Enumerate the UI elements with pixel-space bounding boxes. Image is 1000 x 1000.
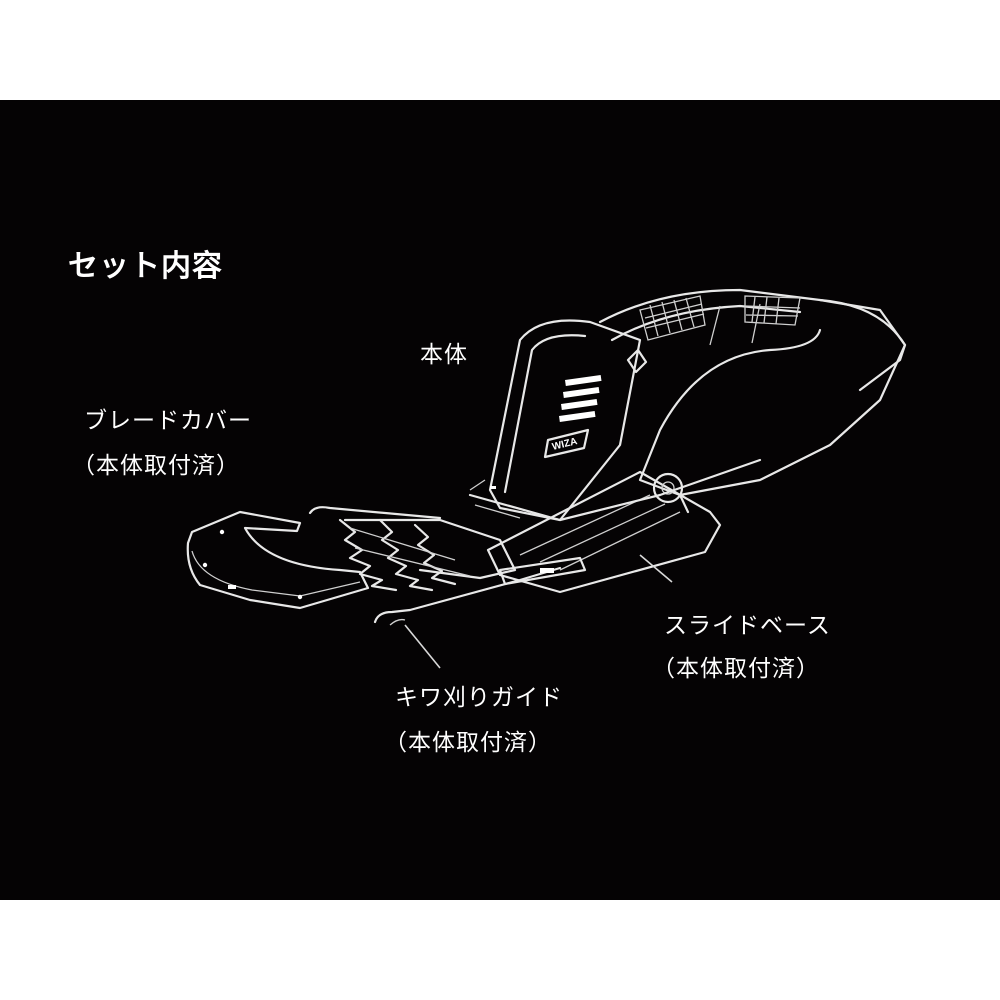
label-slide-base: スライドベース (664, 613, 831, 639)
brand-logo: WIZA (545, 430, 588, 457)
label-slide-base-note: （本体取付済） (652, 656, 820, 682)
label-edge-guide-note: （本体取付済） (384, 730, 552, 756)
label-main-body: 本体 (420, 342, 468, 368)
slide-base-drawing (488, 472, 720, 592)
label-edge-guide: キワ刈りガイド (395, 685, 563, 711)
label-blade-cover-note: （本体取付済） (72, 453, 240, 479)
page-title: セット内容 (68, 250, 223, 285)
main-body-drawing (470, 290, 905, 520)
blade-cover-drawing (188, 512, 368, 608)
hedge-trimmer-illustration: WIZA (0, 100, 1000, 900)
label-blade-cover: ブレードカバー (84, 408, 252, 434)
leader-line-edge-guide (405, 625, 440, 668)
diagram-panel: WIZA セット内容 本体 ブレードカバー （本体取付済） スライドベース （本… (0, 100, 1000, 900)
blade-drawing (340, 520, 515, 590)
